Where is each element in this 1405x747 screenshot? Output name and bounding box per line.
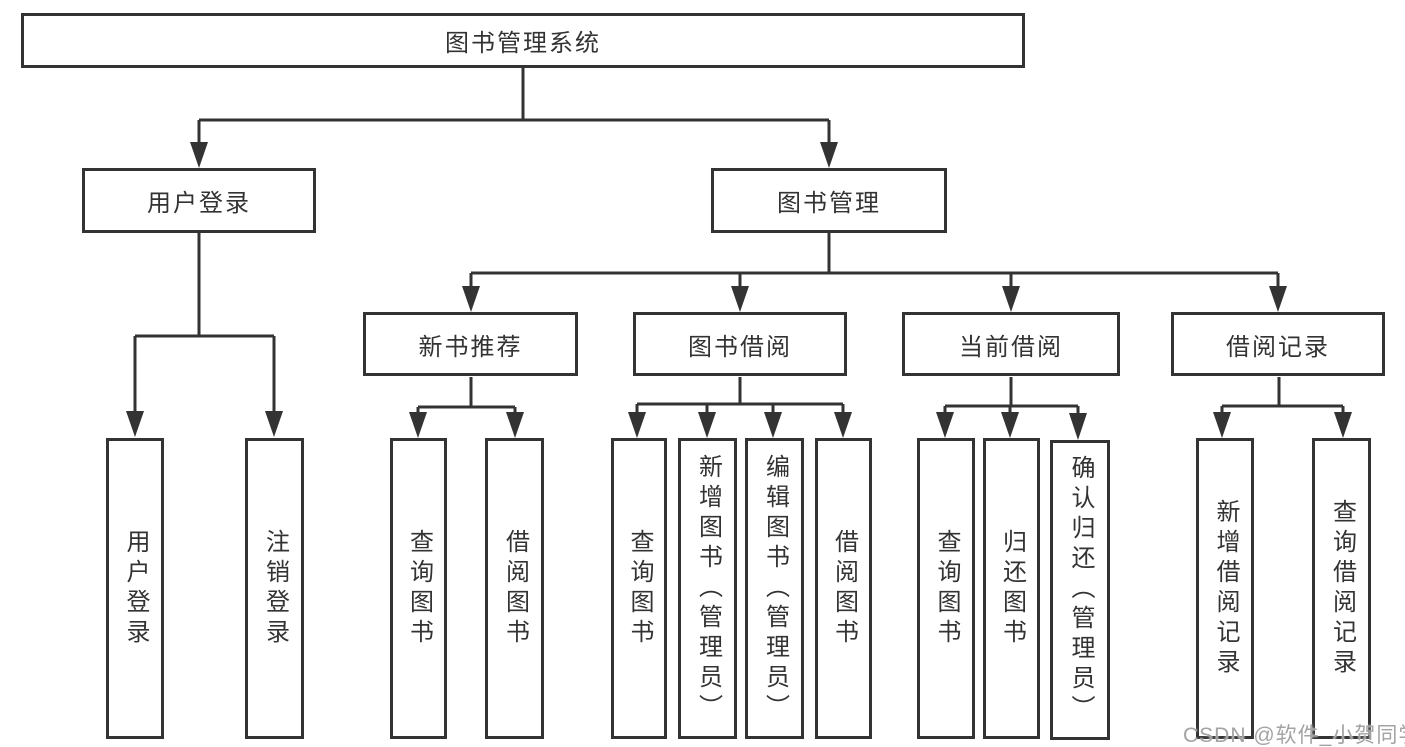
node-borrow-books: 借阅图书 bbox=[815, 438, 872, 739]
node-borrowing-records: 借阅记录 bbox=[1171, 312, 1385, 376]
connector-borrow-rail bbox=[637, 377, 843, 406]
node-rec-query-books: 查询图书 bbox=[390, 438, 447, 739]
node-current-borrowing: 当前借阅 bbox=[902, 312, 1120, 376]
node-book-borrowing: 图书借阅 bbox=[633, 312, 847, 376]
connector-root-rail bbox=[199, 67, 829, 122]
node-root: 图书管理系统 bbox=[21, 13, 1025, 68]
node-add-borrow-record: 新增借阅记录 bbox=[1196, 438, 1254, 739]
connector-rec-rail bbox=[418, 377, 515, 409]
node-user-login: 用户登录 bbox=[82, 168, 316, 233]
node-edit-books-admin: 编辑图书（管理员） bbox=[745, 438, 804, 739]
connector-bookmgmt-rail bbox=[471, 233, 1278, 275]
connector-userlogin-rail bbox=[135, 233, 274, 338]
node-query-borrow-record: 查询借阅记录 bbox=[1312, 438, 1371, 739]
node-borrow-query-books: 查询图书 bbox=[611, 438, 667, 739]
node-new-book-recommendation: 新书推荐 bbox=[363, 312, 578, 376]
node-logout-action: 注销登录 bbox=[245, 438, 304, 739]
node-add-books-admin: 新增图书（管理员） bbox=[678, 438, 737, 739]
node-confirm-return-admin: 确认归还（管理员） bbox=[1050, 440, 1110, 740]
connector-current-rail bbox=[945, 377, 1078, 408]
csdn-watermark: CSDN @软件_小贺同学 bbox=[1183, 724, 1405, 747]
node-book-management: 图书管理 bbox=[711, 168, 947, 233]
connector-records-rail bbox=[1222, 377, 1343, 408]
node-current-query-books: 查询图书 bbox=[917, 438, 975, 739]
node-return-books: 归还图书 bbox=[983, 438, 1040, 739]
node-rec-borrow-books: 借阅图书 bbox=[485, 438, 544, 739]
node-user-login-action: 用户登录 bbox=[106, 438, 164, 739]
